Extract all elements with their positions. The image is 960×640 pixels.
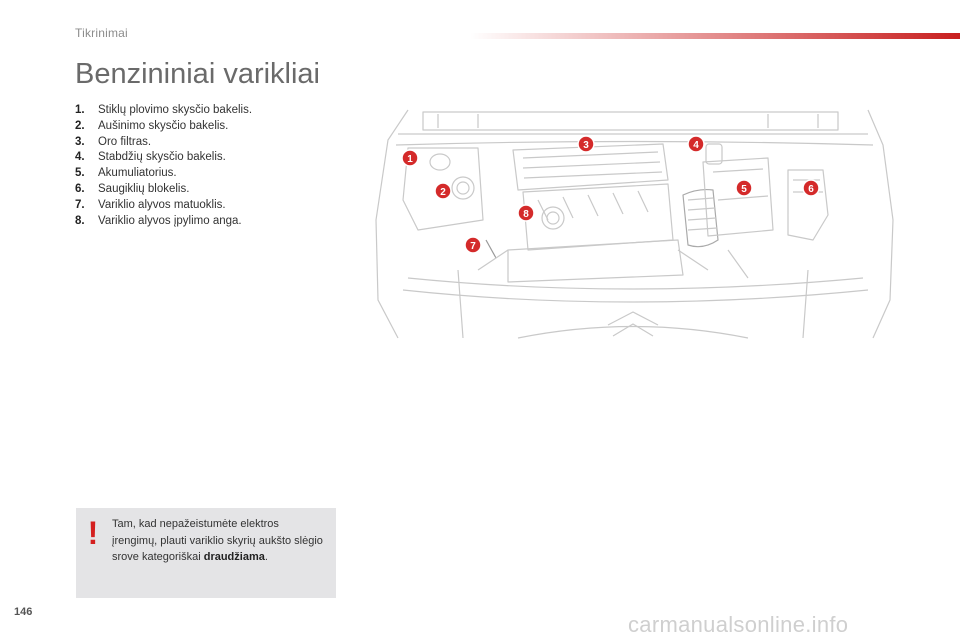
list-item: 1. Stiklų plovimo skysčio bakelis. — [75, 103, 252, 119]
svg-text:7: 7 — [470, 241, 476, 252]
list-item: 6. Saugiklių blokelis. — [75, 182, 252, 198]
section-header: Tikrinimai — [75, 26, 128, 40]
washer-cap — [429, 153, 451, 171]
engine-cover — [512, 143, 669, 191]
marker-6: 6 — [802, 179, 820, 197]
header-rule — [470, 33, 960, 39]
page-number: 146 — [14, 606, 33, 618]
svg-text:1: 1 — [407, 154, 413, 165]
coolant-cap — [451, 176, 475, 200]
item-label: Stabdžių skysčio bakelis. — [98, 151, 226, 164]
item-label: Aušinimo skysčio bakelis. — [98, 119, 229, 132]
item-label: Variklio alyvos matuoklis. — [98, 198, 226, 211]
item-number: 6. — [75, 182, 85, 195]
brake-fluid-reservoir — [705, 143, 723, 165]
item-label: Akumuliatorius. — [98, 167, 177, 180]
svg-text:4: 4 — [693, 140, 699, 151]
callout-markers: 1 2 3 4 5 6 7 8 — [401, 135, 820, 254]
item-number: 3. — [75, 135, 85, 148]
grille — [457, 269, 809, 339]
engine-head — [522, 183, 674, 251]
item-number: 7. — [75, 198, 85, 211]
list-item: 7. Variklio alyvos matuoklis. — [75, 198, 252, 214]
left-fender — [375, 109, 409, 339]
item-label: Stiklų plovimo skysčio bakelis. — [98, 104, 253, 116]
item-label: Saugiklių blokelis. — [98, 182, 190, 195]
marker-1: 1 — [401, 149, 419, 167]
svg-text:2: 2 — [440, 187, 446, 198]
marker-2: 2 — [434, 182, 452, 200]
item-number: 4. — [75, 151, 85, 164]
marker-5: 5 — [735, 179, 753, 197]
item-number: 1. — [75, 104, 85, 116]
list-item: 5. Akumuliatorius. — [75, 166, 252, 182]
svg-text:3: 3 — [583, 140, 589, 151]
item-number: 8. — [75, 214, 85, 227]
list-item: 2. Aušinimo skysčio bakelis. — [75, 119, 252, 135]
logo-chevron — [607, 311, 659, 337]
item-number: 5. — [75, 167, 85, 180]
svg-text:8: 8 — [523, 209, 529, 220]
svg-text:6: 6 — [808, 184, 814, 195]
marker-7: 7 — [464, 236, 482, 254]
right-fender — [867, 109, 894, 339]
list-item: 3. Oro filtras. — [75, 135, 252, 151]
svg-text:5: 5 — [741, 184, 747, 195]
warning-text: Tam, kad nepažeistumėte elektros įrengim… — [112, 518, 323, 563]
front-crossmember — [407, 277, 864, 290]
battery — [702, 157, 774, 237]
item-label: Variklio alyvos įpylimo anga. — [98, 214, 242, 227]
page-title: Benzininiai varikliai — [75, 58, 320, 90]
watermark: carmanualsonline.info — [628, 612, 849, 637]
marker-3: 3 — [577, 135, 595, 153]
intake-hose — [682, 188, 719, 248]
dipstick — [485, 239, 497, 259]
item-label: Oro filtras. — [98, 135, 152, 148]
hood-hinge-bar — [422, 111, 839, 131]
exclamation-icon: ! — [87, 515, 99, 551]
list-item: 8. Variklio alyvos įpylimo anga. — [75, 214, 252, 230]
marker-4: 4 — [687, 135, 705, 153]
list-item: 4. Stabdžių skysčio bakelis. — [75, 150, 252, 166]
item-number: 2. — [75, 119, 85, 132]
fuse-box — [787, 169, 829, 241]
warning-emphasis: draudžiama — [203, 551, 265, 563]
engine-bay-illustration: 1 2 3 4 5 6 7 8 — [375, 109, 894, 339]
parts-list: 1. Stiklų plovimo skysčio bakelis. 2. Auši… — [75, 103, 252, 229]
marker-8: 8 — [517, 204, 535, 222]
oil-filler-cap — [541, 206, 565, 230]
warning-box: ! Tam, kad nepažeistumėte elektros įreng… — [76, 508, 336, 598]
